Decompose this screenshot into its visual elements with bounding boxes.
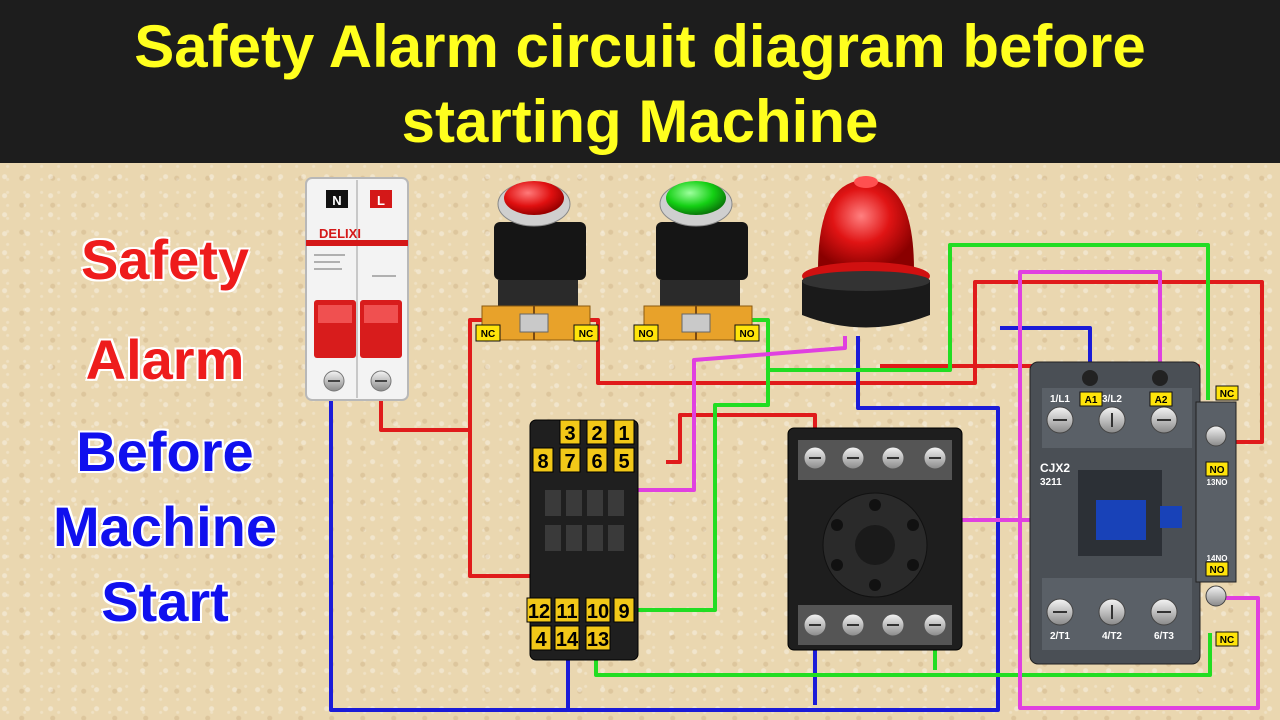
- relay-pin-4: 4: [535, 629, 547, 651]
- breaker-terminal-n: N: [332, 193, 341, 208]
- red-button-nc-right: NC: [579, 329, 593, 340]
- relay-pin-8: 8: [537, 451, 548, 473]
- relay-pin-1: 1: [618, 423, 629, 445]
- title-banner: Safety Alarm circuit diagram before star…: [0, 0, 1280, 163]
- contactor-aux-nc-top-tag: NC: [1215, 385, 1239, 401]
- contactor: [1029, 361, 1237, 665]
- wires-green: [594, 243, 1212, 677]
- relay-pin-6: 6: [591, 451, 602, 473]
- relay-pin-3: 3: [564, 423, 575, 445]
- relay-pin-11: 11: [556, 601, 577, 623]
- contactor-aux-no-bottom-tag: NO: [1205, 561, 1229, 577]
- contactor-coil-a1-tag: A1: [1079, 391, 1103, 407]
- contactor-terminal-t3: 6/T3: [1154, 631, 1174, 642]
- circuit-breaker: [305, 177, 409, 401]
- relay-left-bottom-terminals: 12 11 10 9 4 14 13: [526, 597, 635, 651]
- relay-pin-2: 2: [591, 423, 602, 445]
- contactor-terminal-t1: 2/T1: [1050, 631, 1070, 642]
- contactor-terminal-t2: 4/T2: [1102, 631, 1122, 642]
- side-text-machine: Machine: [52, 495, 278, 558]
- side-text-start: Start: [101, 570, 229, 633]
- red-button-nc-right-tag: NC: [573, 324, 599, 342]
- red-push-button: [481, 181, 591, 341]
- contactor-model-number: 3211: [1040, 477, 1062, 488]
- relay-pin-12: 12: [528, 601, 550, 623]
- side-text-alarm: Alarm: [85, 328, 245, 391]
- relay-pin-10: 10: [587, 601, 609, 623]
- relay-socket-middle: [787, 427, 963, 651]
- relay-pin-7: 7: [564, 451, 575, 473]
- relay-pin-9: 9: [618, 601, 629, 623]
- side-text-before: Before: [76, 420, 254, 483]
- contactor-aux-nc-top: NC: [1220, 389, 1234, 400]
- green-button-no-left: NO: [639, 329, 654, 340]
- contactor-bottom-labels: 2/T1 4/T2 6/T3: [1050, 631, 1174, 642]
- breaker-terminal-l: L: [377, 193, 385, 208]
- green-button-no-left-tag: NO: [633, 324, 659, 342]
- contactor-terminal-l1: 1/L1: [1050, 394, 1070, 405]
- contactor-aux-13no: 13NO: [1207, 478, 1228, 487]
- green-button-no-right: NO: [740, 329, 755, 340]
- relay-pin-14: 14: [556, 629, 579, 651]
- side-text-safety: Safety: [80, 228, 250, 291]
- contactor-aux-14no: 14NO: [1207, 554, 1228, 563]
- green-push-button: [643, 181, 753, 341]
- contactor-model: CJX2: [1040, 461, 1070, 475]
- breaker-brand: DELIXI: [319, 226, 361, 241]
- contactor-terminal-l2: 3/L2: [1102, 394, 1122, 405]
- contactor-aux-no-top-tag: NO: [1205, 461, 1229, 477]
- relay-pin-5: 5: [618, 451, 629, 473]
- contactor-coil-a2: A2: [1155, 395, 1168, 406]
- contactor-coil-a2-tag: A2: [1149, 391, 1173, 407]
- contactor-aux-no-bottom: NO: [1210, 565, 1225, 576]
- green-button-no-right-tag: NO: [734, 324, 760, 342]
- contactor-aux-nc-bottom-tag: NC: [1215, 631, 1239, 647]
- alarm-beacon: [802, 176, 930, 328]
- relay-left-top-terminals: 3 2 1 8 7 6 5: [532, 419, 635, 473]
- contactor-aux-no-top: NO: [1210, 465, 1225, 476]
- red-button-nc-left-tag: NC: [475, 324, 501, 342]
- title-line-1: Safety Alarm circuit diagram before: [134, 13, 1146, 80]
- contactor-top-labels: 1/L1 3/L2: [1050, 394, 1122, 405]
- contactor-coil-a1: A1: [1085, 395, 1098, 406]
- contactor-aux-nc-bottom: NC: [1220, 635, 1234, 646]
- red-button-nc-left: NC: [481, 329, 495, 340]
- relay-pin-13: 13: [587, 629, 609, 651]
- title-line-2: starting Machine: [401, 88, 879, 155]
